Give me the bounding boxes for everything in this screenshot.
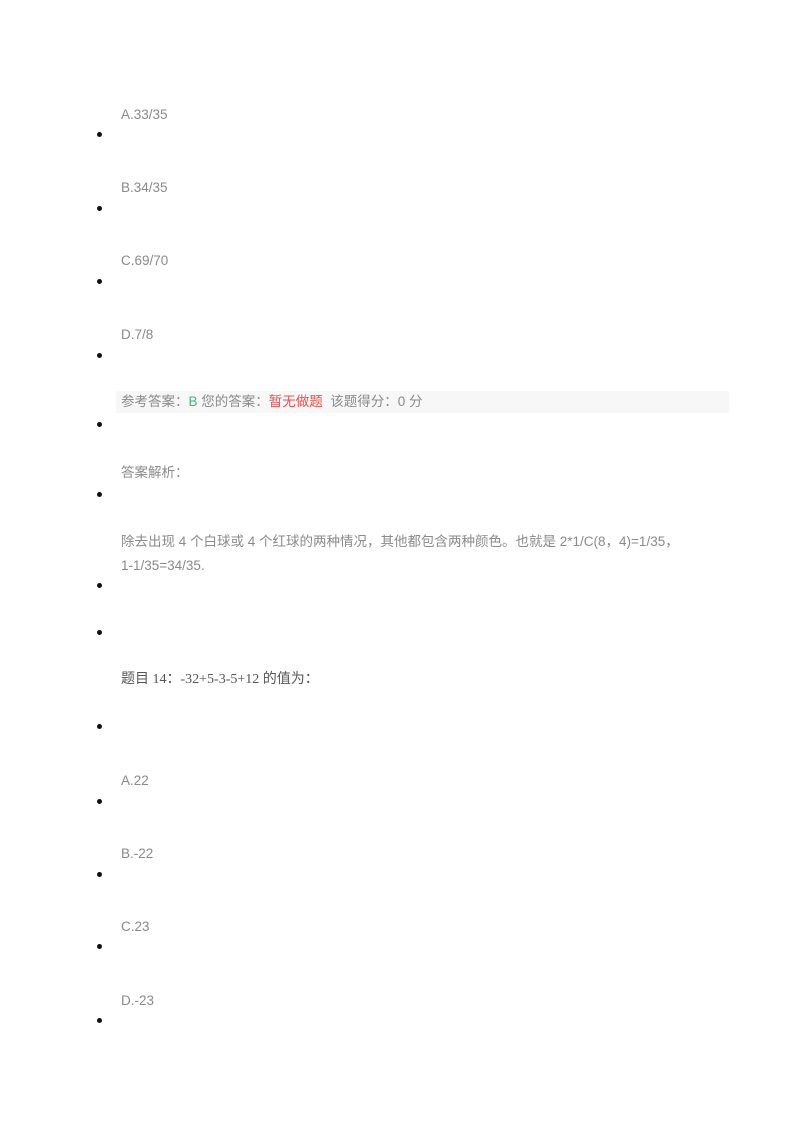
your-answer-value: 暂无做题: [268, 394, 323, 409]
analysis-line-2: 1-1/35=34/35.: [121, 558, 205, 573]
option-a[interactable]: A.33/35: [121, 107, 168, 122]
bullet: [97, 1018, 102, 1023]
bullet: [97, 630, 102, 635]
bullet: [97, 583, 102, 588]
score-label: 该题得分：: [330, 394, 398, 409]
bullet: [97, 422, 102, 427]
bullet: [97, 799, 102, 804]
bullet: [97, 206, 102, 211]
bullet: [97, 724, 102, 729]
option-b[interactable]: B.34/35: [121, 180, 168, 195]
option-d[interactable]: D.7/8: [121, 327, 154, 342]
bullet: [97, 132, 102, 137]
bullet: [97, 279, 102, 284]
ref-answer-value: B: [188, 394, 198, 409]
option-c[interactable]: C.23: [121, 919, 150, 934]
bullet: [97, 872, 102, 877]
option-b[interactable]: B.-22: [121, 846, 154, 861]
analysis-line-1: 除去出现 4 个白球或 4 个红球的两种情况，其他都包含两种颜色。也就是 2*1…: [121, 534, 679, 549]
option-d[interactable]: D.-23: [121, 993, 155, 1008]
your-answer-label: 您的答案：: [201, 394, 269, 409]
option-c[interactable]: C.69/70: [121, 253, 169, 268]
answer-result: 参考答案：B 您的答案：暂无做题 该题得分：0 分: [116, 391, 729, 413]
bullet: [97, 353, 102, 358]
question-14: 题目 14：-32+5-3-5+12 的值为：: [121, 672, 319, 687]
bullet: [97, 492, 102, 497]
score-value: 0 分: [397, 394, 423, 409]
ref-answer-label: 参考答案：: [121, 394, 189, 409]
analysis-label: 答案解析：: [121, 465, 189, 480]
bullet: [97, 944, 102, 949]
option-a[interactable]: A.22: [121, 773, 149, 788]
